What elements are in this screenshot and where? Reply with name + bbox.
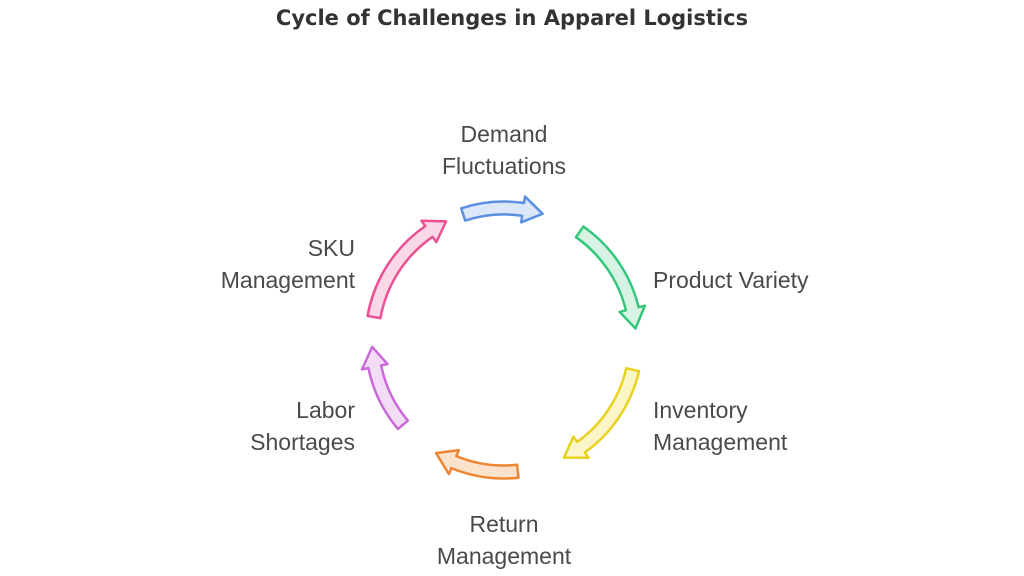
- stage-label-line: Return: [469, 511, 539, 537]
- stage-label-product-variety: Product Variety: [653, 264, 809, 296]
- stage-label-demand-fluctuations: Demand Fluctuations: [404, 118, 604, 182]
- stage-label-line: Management: [653, 429, 788, 455]
- stage-label-line: Management: [220, 267, 355, 293]
- stage-label-sku-management: SKU Management: [221, 232, 355, 296]
- stage-label-line: Labor: [296, 397, 355, 423]
- stage-label-line: SKU: [307, 235, 355, 261]
- stage-label-inventory-management: Inventory Management: [653, 394, 787, 458]
- stage-label-line: Management: [436, 543, 572, 569]
- arrow-return-management-icon: [434, 448, 520, 480]
- stage-label-line: Shortages: [250, 429, 355, 455]
- arrow-inventory-management-icon: [562, 366, 641, 460]
- diagram-title: Cycle of Challenges in Apparel Logistics: [275, 6, 749, 30]
- stage-label-line: Fluctuations: [441, 153, 566, 179]
- arrow-demand-fluctuations-icon: [459, 195, 544, 224]
- stage-label-line: Inventory: [653, 397, 748, 423]
- stage-label-line: Product Variety: [653, 267, 809, 293]
- stage-label-line: Demand: [460, 121, 548, 147]
- stage-label-return-management: Return Management: [404, 508, 604, 572]
- stage-label-labor-shortages: Labor Shortages: [250, 394, 355, 458]
- arrow-sku-management-icon: [366, 219, 448, 320]
- arrow-product-variety-icon: [574, 225, 647, 330]
- arrow-labor-shortages-icon: [360, 345, 410, 431]
